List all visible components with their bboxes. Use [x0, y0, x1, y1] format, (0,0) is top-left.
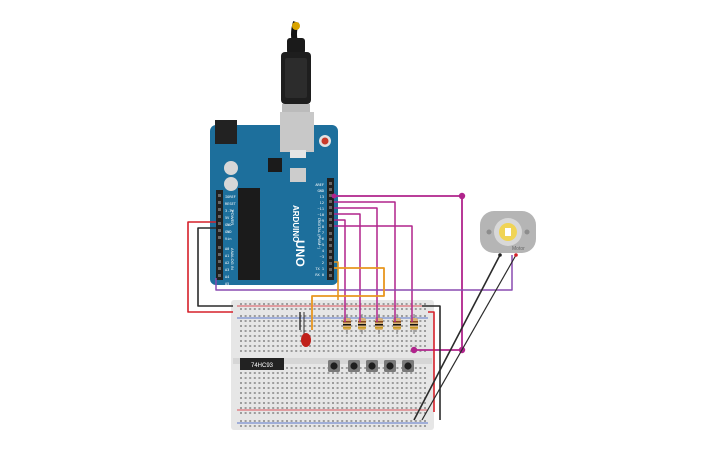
arduino-brand-label: ARDUINO	[291, 205, 300, 242]
digital-pin-label: 4	[322, 249, 324, 253]
power-pin-label: A5	[225, 282, 229, 286]
digital-pin-label: TX 1	[315, 267, 324, 271]
chip-label: 74HC93	[251, 363, 274, 369]
power-pin-label: 3.3V	[225, 209, 234, 213]
push-button[interactable]	[328, 360, 340, 372]
capacitor	[224, 161, 238, 175]
digital-pin-label: ~11	[318, 207, 325, 211]
red-led[interactable]	[301, 312, 311, 347]
power-pin-label: A4	[225, 275, 229, 279]
push-button[interactable]	[366, 360, 378, 372]
push-buttons	[328, 360, 414, 372]
wire-black-rail	[422, 305, 441, 420]
digital-pin-label: AREF	[315, 183, 324, 187]
power-jack	[215, 120, 237, 144]
digital-pin-label: ~3	[320, 255, 324, 259]
push-button[interactable]	[384, 360, 396, 372]
motor-label: Motor	[512, 246, 525, 252]
power-pin-label: RESET	[225, 202, 237, 206]
digital-pin-label: 7	[322, 231, 324, 235]
digital-pin-label: 12	[320, 201, 324, 205]
capacitor	[224, 177, 238, 191]
wire-orange-2	[334, 261, 339, 300]
wire-magenta-2	[334, 207, 378, 322]
power-pin-label: GND	[225, 223, 232, 227]
analog-header-label: ANALOG IN	[230, 248, 235, 270]
wire-junction	[458, 192, 466, 200]
wire-junction	[410, 346, 418, 354]
wire-magenta-1	[334, 201, 396, 322]
push-button[interactable]	[402, 360, 414, 372]
power-pin-label: A3	[225, 268, 229, 272]
dc-motor[interactable]: Motor	[480, 211, 536, 257]
digital-header-label: DIGITAL (PWM~)	[317, 218, 322, 250]
wire-magenta-4	[334, 219, 346, 322]
wire-red-motor	[421, 254, 517, 421]
digital-pin-label: ~9	[320, 219, 324, 223]
atmega-chip	[238, 188, 260, 280]
ic-74hc93[interactable]: 74HC93	[240, 358, 284, 370]
wire-red-rail	[428, 311, 435, 412]
push-button[interactable]	[348, 360, 360, 372]
digital-header[interactable]	[327, 178, 334, 280]
arduino-uno-board[interactable]: ARDUINO UNO DIGITAL (PWM~) POWER ANALOG …	[210, 112, 338, 286]
power-pin-label: 5V	[225, 216, 230, 220]
usb-cable[interactable]	[281, 21, 311, 114]
digital-pin-label: GND	[318, 189, 325, 193]
wire-red-5v	[187, 221, 233, 313]
power-pin-label: A2	[225, 261, 229, 265]
power-pin-label: Vin	[225, 237, 232, 241]
wire-magenta-3	[334, 213, 361, 322]
wires[interactable]	[187, 192, 517, 421]
arduino-model-label: UNO	[293, 240, 307, 267]
wire-black-motor	[413, 254, 501, 421]
usb-port	[280, 112, 314, 152]
power-pin-label: A1	[225, 254, 229, 258]
digital-pin-label: ~5	[320, 243, 324, 247]
power-header-label: POWER	[230, 210, 235, 225]
wire-purple-motor	[215, 255, 513, 291]
power-pin-label: A0	[225, 247, 229, 251]
power-pin-label: IOREF	[225, 195, 236, 199]
digital-pin-label: 8	[322, 225, 324, 229]
digital-pin-label: 13	[320, 195, 324, 199]
digital-pin-label: ~6	[320, 237, 324, 241]
wire-black-gnd	[197, 227, 233, 307]
power-pin-label: GND	[225, 230, 232, 234]
power-analog-header[interactable]	[216, 190, 223, 280]
digital-pin-labels: AREF GND 13 12 ~11 ~10 ~9 8 7 ~6 ~5 4 ~3 2 TX 1 RX 0	[315, 183, 324, 277]
digital-pin-label: 2	[322, 261, 324, 265]
digital-pin-label: RX 0	[315, 273, 324, 277]
digital-pin-label: ~10	[318, 213, 325, 217]
wire-orange-1	[311, 267, 385, 330]
